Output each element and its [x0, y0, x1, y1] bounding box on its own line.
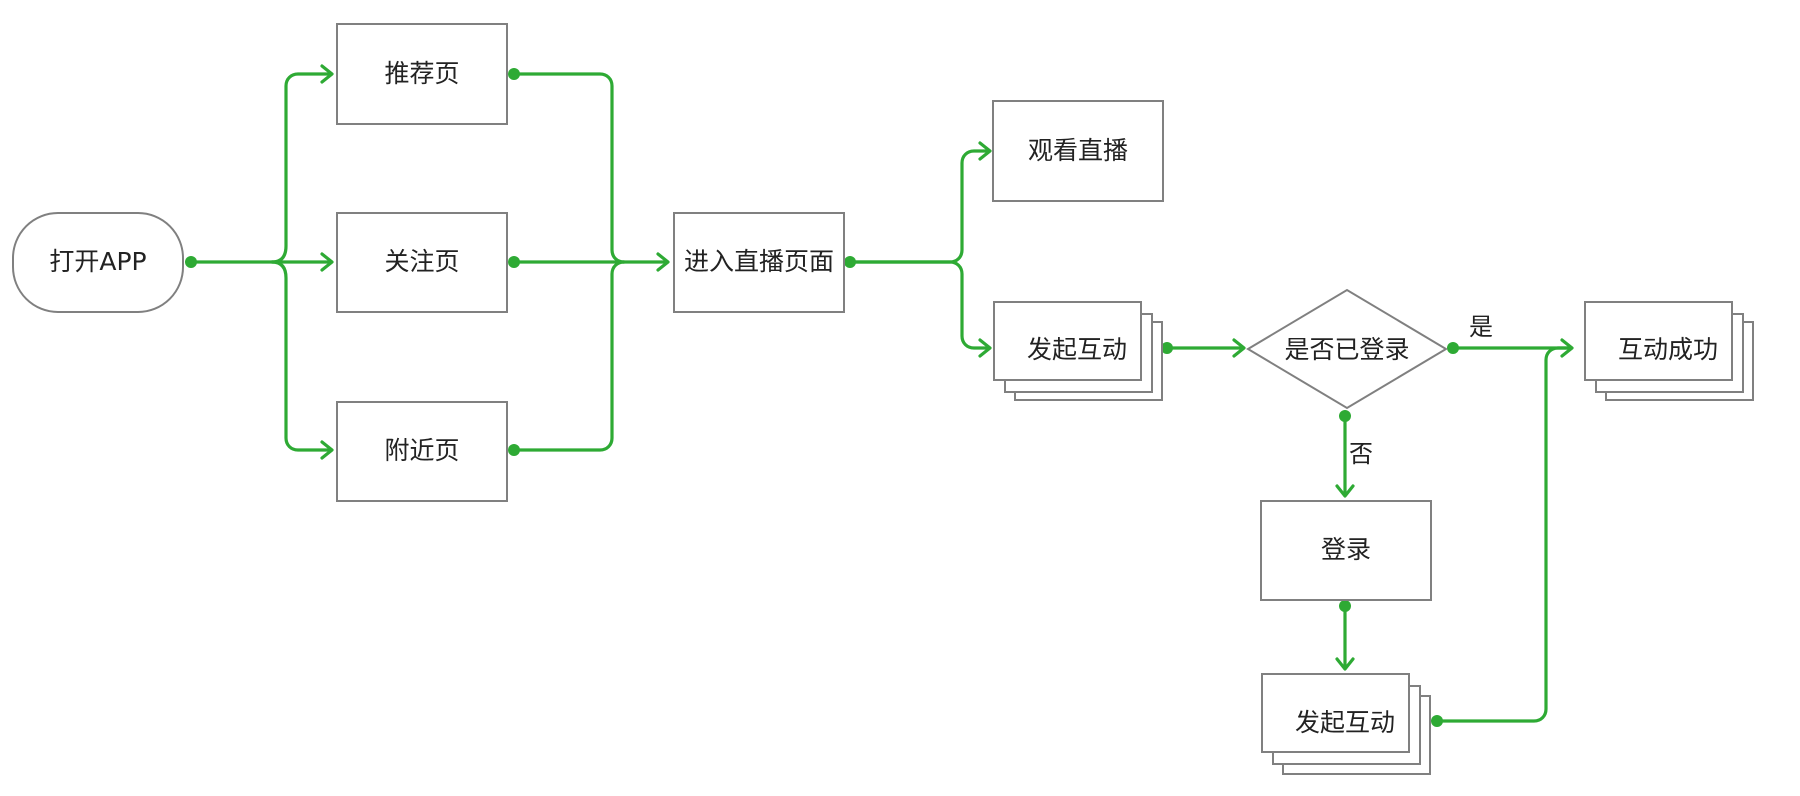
stack-layer-front [1584, 301, 1733, 381]
node-interact-success-label: 互动成功 [1618, 335, 1718, 364]
node-is-logged-in-label: 是否已登录 [1284, 335, 1409, 364]
dot-nearby [508, 444, 520, 456]
node-watch-live-label: 观看直播 [1028, 136, 1128, 165]
node-start-interact-label: 发起互动 [1027, 335, 1127, 364]
edge-enter-live-to-interact [848, 260, 990, 350]
stack-layer-front [993, 301, 1142, 381]
node-open-app: 打开APP [12, 212, 184, 313]
stack-layer-front [1261, 673, 1410, 753]
node-nearby-page: 附近页 [336, 401, 508, 502]
node-login: 登录 [1260, 500, 1432, 601]
node-recommend-page-label: 推荐页 [384, 59, 459, 88]
arrowhead-enter-live [656, 252, 670, 272]
edge-enter-live-to-watch [848, 149, 990, 264]
arrowhead-recommend [320, 64, 334, 84]
arrowhead-interact2 [1335, 657, 1355, 671]
edge-label-yes: 是 [1469, 313, 1493, 341]
dot-start-interact-2 [1431, 715, 1443, 727]
dot-start-interact [1161, 342, 1173, 354]
arrowhead-decision [1232, 338, 1246, 358]
edge-recommend-to-enter-live [512, 72, 626, 264]
node-interact-success: 互动成功 [1584, 301, 1754, 401]
edge-open-app-to-nearby [270, 260, 332, 452]
dot-enter-live [844, 256, 856, 268]
arrowhead-login [1335, 484, 1355, 498]
node-enter-live-page-label: 进入直播页面 [684, 247, 834, 276]
dot-open-app [185, 256, 197, 268]
dot-recommend [508, 68, 520, 80]
node-follow-page: 关注页 [336, 212, 508, 313]
node-start-interact-2-label: 发起互动 [1295, 708, 1395, 737]
node-is-logged-in-decision: 是否已登录 [1246, 288, 1448, 410]
edge-interact2-to-success [1435, 346, 1572, 723]
dot-decision-right [1447, 342, 1459, 354]
arrowhead-success [1560, 338, 1574, 358]
node-follow-page-label: 关注页 [384, 247, 459, 276]
node-start-interact: 发起互动 [993, 301, 1163, 401]
dot-follow [508, 256, 520, 268]
arrowhead-nearby [320, 440, 334, 460]
node-open-app-label: 打开APP [49, 247, 146, 276]
arrowhead-follow [320, 252, 334, 272]
dot-login [1339, 600, 1351, 612]
edge-open-app-to-recommend [270, 72, 332, 264]
node-watch-live: 观看直播 [992, 100, 1164, 202]
edge-label-no: 否 [1349, 440, 1373, 468]
arrowheads [320, 64, 1574, 671]
node-enter-live-page: 进入直播页面 [673, 212, 845, 313]
node-nearby-page-label: 附近页 [384, 436, 459, 465]
arrowhead-watch-live [978, 141, 992, 161]
node-login-label: 登录 [1321, 535, 1371, 564]
edge-nearby-to-enter-live [512, 260, 626, 452]
dot-decision-bottom [1339, 410, 1351, 422]
edges [189, 72, 1572, 723]
connector-dots [185, 68, 1459, 727]
node-start-interact-2: 发起互动 [1261, 673, 1431, 775]
node-recommend-page: 推荐页 [336, 23, 508, 125]
arrowhead-start-interact [978, 338, 992, 358]
